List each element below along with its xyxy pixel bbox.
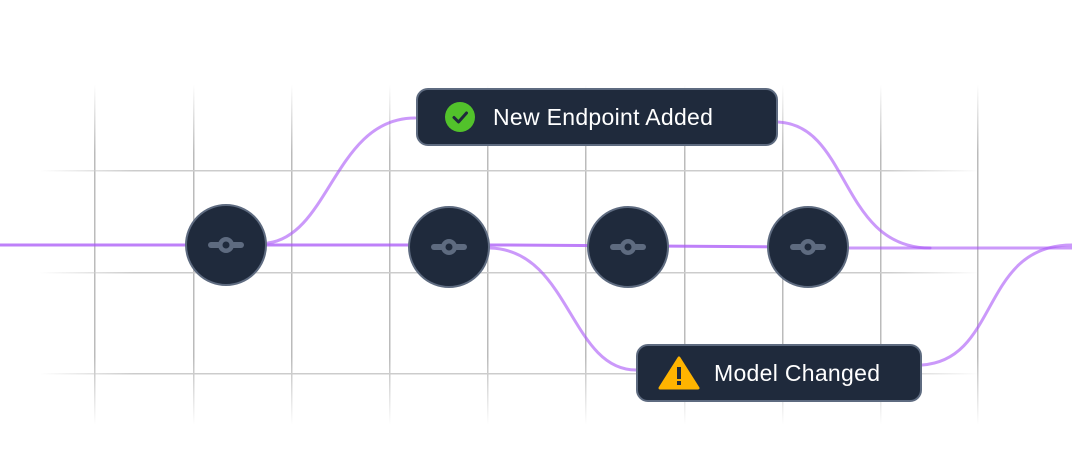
- commit-icon: [208, 237, 244, 253]
- commit-icon: [610, 239, 646, 255]
- commit-node[interactable]: [767, 206, 849, 288]
- warning-triangle-icon: [658, 356, 700, 390]
- badge-label: Model Changed: [714, 359, 881, 386]
- commit-node[interactable]: [587, 206, 669, 288]
- commit-node[interactable]: [408, 206, 490, 288]
- badge-label: New Endpoint Added: [493, 103, 714, 130]
- new-endpoint-badge: New Endpoint Added: [416, 88, 778, 146]
- flow-lines: [0, 116, 1072, 372]
- check-circle-icon: [445, 102, 475, 132]
- model-changed-badge: Model Changed: [636, 344, 922, 402]
- commit-icon: [431, 239, 467, 255]
- commit-icon: [790, 239, 826, 255]
- commit-node[interactable]: [185, 204, 267, 286]
